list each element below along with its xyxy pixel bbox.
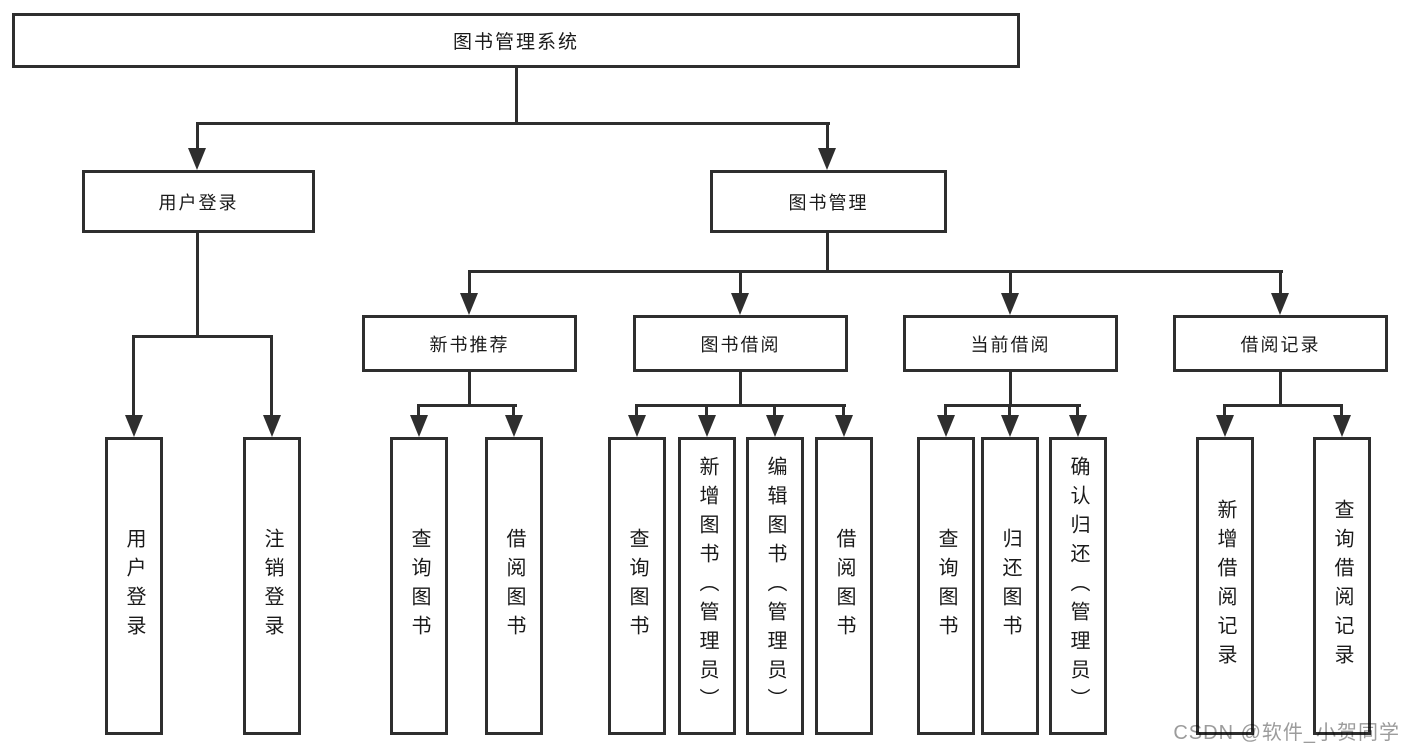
arrow-down-icon [1271,293,1289,315]
node-new-book-recommend: 新书推荐 [362,315,577,372]
connector-line [196,233,199,335]
connector-line [1340,404,1343,417]
leaf-edit-book-admin: 编辑图书（管理员） [746,437,804,735]
arrow-down-icon [731,293,749,315]
node-book-management: 图书管理 [710,170,947,233]
connector-line [132,335,135,417]
node-borrow-records: 借阅记录 [1173,315,1388,372]
leaf-recommend-borrow-book: 借阅图书 [485,437,543,735]
node-book-borrow: 图书借阅 [633,315,848,372]
connector-line [512,404,515,417]
connector-line [842,404,845,417]
connector-line [944,404,1081,407]
leaf-query-borrow-record: 查询借阅记录 [1313,437,1371,735]
connector-line [1279,270,1282,293]
arrow-down-icon [835,415,853,437]
leaf-add-borrow-record: 新增借阅记录 [1196,437,1254,735]
leaf-borrow-book: 借阅图书 [815,437,873,735]
connector-line [468,270,1283,273]
leaf-return-book: 归还图书 [981,437,1039,735]
connector-line [196,122,199,152]
connector-line [1223,404,1226,417]
arrow-down-icon [125,415,143,437]
connector-line [270,335,273,417]
connector-line [468,270,471,293]
connector-line [944,404,947,417]
connector-line [826,233,829,272]
leaf-confirm-return-admin: 确认归还（管理员） [1049,437,1107,735]
arrow-down-icon [505,415,523,437]
connector-line [635,404,638,417]
node-root-system: 图书管理系统 [12,13,1020,68]
connector-line [417,404,517,407]
arrow-down-icon [1001,415,1019,437]
leaf-user-login: 用户登录 [105,437,163,735]
connector-line [739,270,742,293]
connector-line [1008,404,1011,417]
leaf-borrow-query-book: 查询图书 [608,437,666,735]
arrow-down-icon [263,415,281,437]
connector-line [515,68,518,125]
connector-line [1279,372,1282,404]
connector-line [739,372,742,404]
arrow-down-icon [1333,415,1351,437]
connector-line [826,122,829,152]
connector-line [417,404,420,417]
connector-line [1009,270,1012,293]
node-current-borrow: 当前借阅 [903,315,1118,372]
arrow-down-icon [410,415,428,437]
connector-line [132,335,273,338]
connector-line [1009,372,1012,404]
arrow-down-icon [1216,415,1234,437]
arrow-down-icon [1001,293,1019,315]
connector-line [1076,404,1079,417]
connector-line [635,404,846,407]
connector-line [1223,404,1343,407]
connector-line [468,372,471,404]
connector-line [705,404,708,417]
arrow-down-icon [818,148,836,170]
leaf-logout: 注销登录 [243,437,301,735]
arrow-down-icon [188,148,206,170]
arrow-down-icon [460,293,478,315]
csdn-watermark: CSDN @软件_小贺同学 [1173,722,1400,744]
connector-line [773,404,776,417]
arrow-down-icon [766,415,784,437]
node-user-login: 用户登录 [82,170,315,233]
arrow-down-icon [1069,415,1087,437]
arrow-down-icon [628,415,646,437]
leaf-add-book-admin: 新增图书（管理员） [678,437,736,735]
arrow-down-icon [937,415,955,437]
leaf-recommend-query-book: 查询图书 [390,437,448,735]
arrow-down-icon [698,415,716,437]
connector-line [196,122,830,125]
leaf-current-query-book: 查询图书 [917,437,975,735]
